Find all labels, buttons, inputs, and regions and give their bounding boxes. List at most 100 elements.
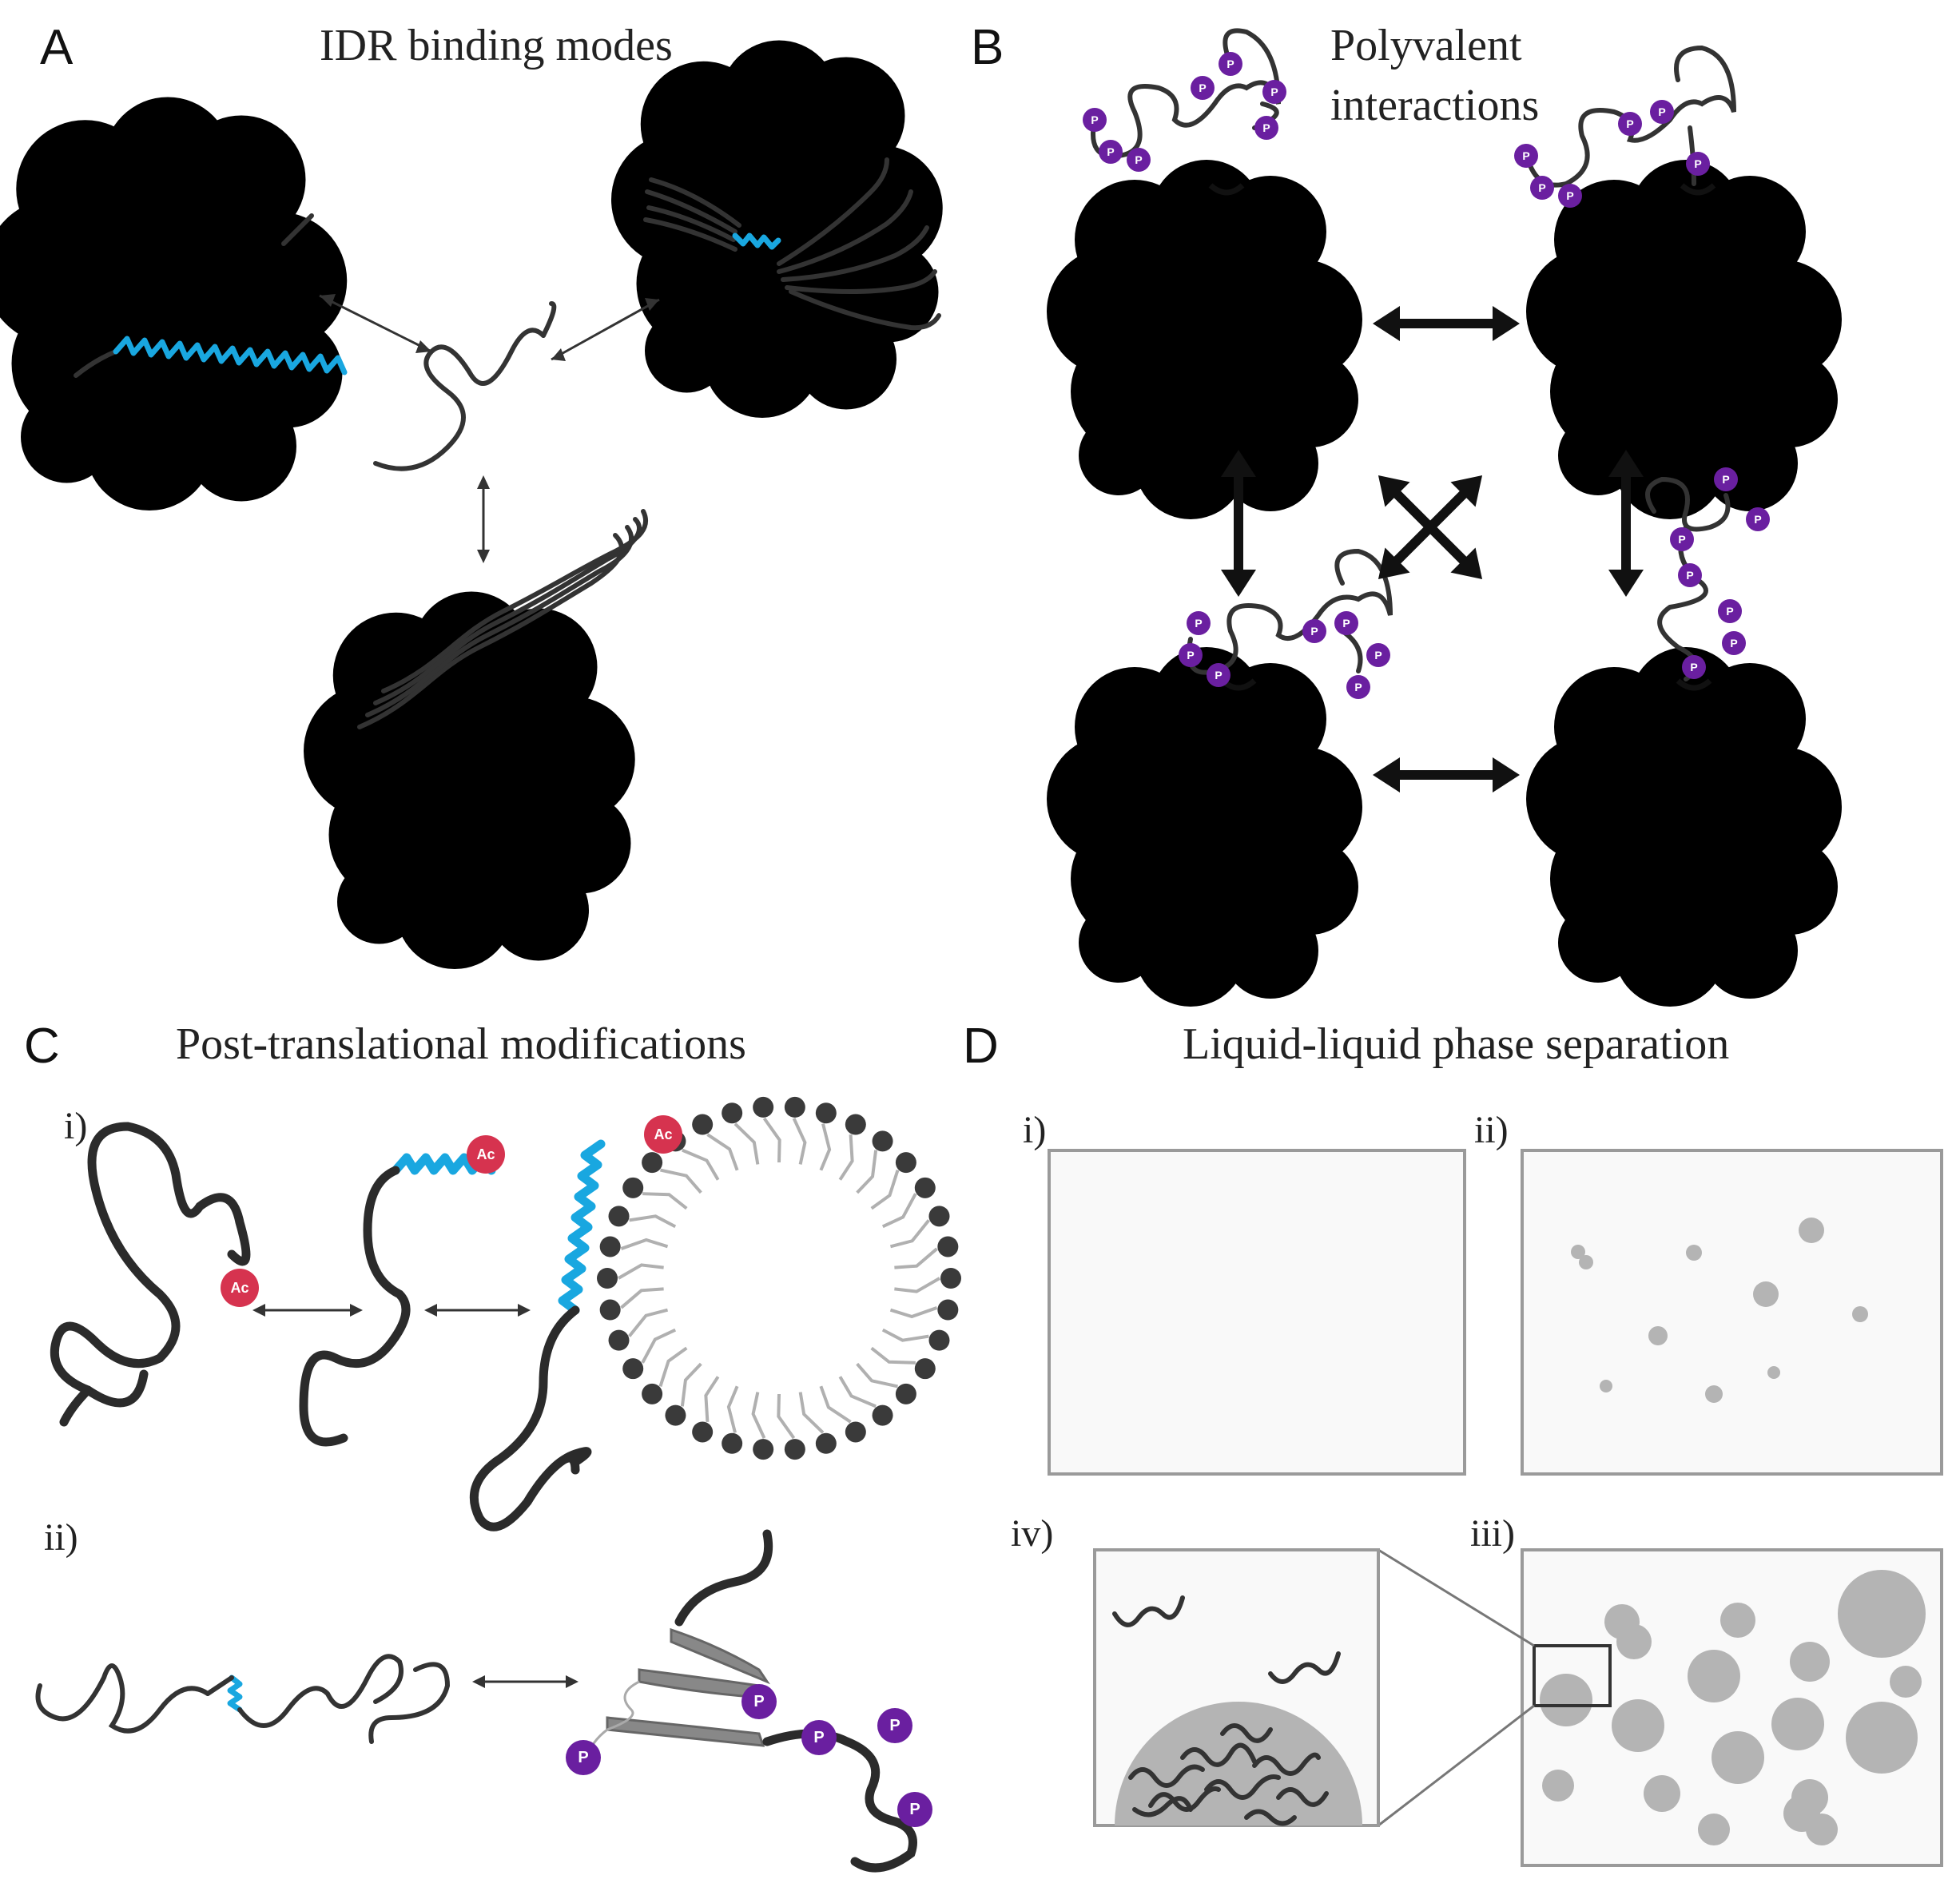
panel-a-title: IDR binding modes bbox=[320, 21, 673, 70]
idr-unbound-long bbox=[35, 1654, 451, 1744]
panel-a-letter: A bbox=[40, 20, 74, 75]
free-chain bbox=[1268, 1651, 1341, 1684]
svg-text:P: P bbox=[1566, 189, 1573, 202]
svg-text:P: P bbox=[1678, 533, 1685, 546]
phosphate-icon: P bbox=[877, 1708, 912, 1743]
phosphate-icon: P bbox=[1530, 176, 1554, 200]
phosphate-icon: P bbox=[1302, 619, 1326, 643]
idr-bound-fuzzy bbox=[643, 157, 941, 331]
svg-text:P: P bbox=[1310, 625, 1318, 638]
phosphate-icon: P bbox=[1099, 140, 1123, 164]
svg-text:P: P bbox=[1726, 605, 1733, 618]
svg-text:P: P bbox=[1690, 661, 1697, 673]
phospho-sites-b: P P P P P P P P P P P P P P P P P P P P … bbox=[1083, 52, 1770, 699]
svg-text:P: P bbox=[1342, 617, 1350, 630]
phosphate-icon: P bbox=[1558, 184, 1582, 208]
phosphate-icon: P bbox=[1334, 611, 1358, 635]
panel-d-sub-i: i) bbox=[1023, 1109, 1046, 1151]
phosphate-icon: P bbox=[1254, 116, 1278, 140]
svg-text:P: P bbox=[1226, 58, 1234, 70]
svg-text:P: P bbox=[1374, 649, 1382, 661]
thin-arrows-c bbox=[252, 1304, 578, 1688]
svg-text:P: P bbox=[1538, 181, 1545, 194]
panel-d-sub-iv: iv) bbox=[1011, 1512, 1053, 1555]
polyvalent-idr-top-left bbox=[1091, 28, 1281, 159]
zoom-line bbox=[1378, 1548, 1535, 1647]
acetyl-icon: Ac bbox=[467, 1135, 505, 1174]
svg-text:P: P bbox=[1722, 473, 1729, 486]
double-arrow-icon bbox=[1373, 306, 1520, 341]
acetyl-icon: Ac bbox=[644, 1115, 682, 1154]
phosphate-icon: P bbox=[1366, 643, 1390, 667]
panel-c-sub-i: i) bbox=[64, 1105, 87, 1147]
phosphate-icon: P bbox=[1191, 76, 1215, 100]
svg-text:P: P bbox=[1694, 157, 1701, 170]
svg-text:P: P bbox=[1270, 85, 1278, 98]
phosphate-icon: P bbox=[897, 1792, 932, 1827]
idr-acetyl-partial bbox=[299, 1153, 496, 1447]
protein-blob-icon bbox=[1526, 160, 1842, 519]
phosphate-icon: P bbox=[1219, 52, 1242, 76]
svg-text:P: P bbox=[1754, 513, 1761, 526]
phosphate-icon: P bbox=[1718, 599, 1742, 623]
panel-c-title: Post-translational modifications bbox=[176, 1019, 746, 1069]
svg-text:P: P bbox=[1195, 617, 1202, 630]
condensate-chains bbox=[1128, 1723, 1329, 1826]
idr-bound-helix bbox=[74, 213, 348, 378]
phosphate-icon: P bbox=[1670, 527, 1694, 551]
panel-d-title: Liquid-liquid phase separation bbox=[1183, 1019, 1729, 1069]
phase-box-i bbox=[1048, 1149, 1466, 1476]
panel-c: C Post-translational modifications i) ii… bbox=[24, 1019, 961, 1873]
phosphate-icon: P bbox=[1179, 643, 1203, 667]
panel-d-sub-ii: ii) bbox=[1474, 1109, 1509, 1151]
phosphate-icon: P bbox=[1682, 655, 1706, 679]
phosphate-icon: P bbox=[1346, 675, 1370, 699]
phase-box-ii bbox=[1521, 1149, 1943, 1476]
phosphate-icon: P bbox=[741, 1684, 777, 1719]
panel-b-letter: B bbox=[971, 20, 1004, 75]
acetyl-icon: Ac bbox=[221, 1269, 259, 1307]
idr-acetyl-free bbox=[50, 1122, 251, 1427]
protein-blob-icon bbox=[1047, 160, 1362, 519]
svg-text:P: P bbox=[1354, 681, 1362, 693]
phosphate-icon: P bbox=[1722, 631, 1746, 655]
free-chain bbox=[1112, 1595, 1185, 1627]
svg-text:P: P bbox=[1658, 105, 1665, 118]
svg-text:P: P bbox=[1522, 149, 1529, 162]
phosphate-icon: P bbox=[1686, 152, 1710, 176]
svg-text:P: P bbox=[909, 1801, 920, 1818]
double-arrow-icon bbox=[1608, 450, 1644, 597]
svg-text:P: P bbox=[1262, 121, 1270, 134]
large-droplets bbox=[1540, 1570, 1926, 1845]
svg-text:P: P bbox=[1107, 145, 1114, 158]
svg-text:P: P bbox=[813, 1729, 824, 1746]
svg-text:P: P bbox=[753, 1693, 764, 1710]
zoom-line bbox=[1378, 1704, 1535, 1827]
svg-text:Ac: Ac bbox=[476, 1146, 495, 1162]
panel-a: A IDR binding modes bbox=[0, 20, 943, 969]
zoom-region bbox=[1533, 1644, 1612, 1707]
svg-text:P: P bbox=[1135, 153, 1142, 166]
double-arrow-icon bbox=[1373, 757, 1520, 793]
svg-text:P: P bbox=[1187, 649, 1194, 661]
panel-c-sub-ii: ii) bbox=[44, 1516, 78, 1559]
phosphate-icon: P bbox=[1746, 507, 1770, 531]
double-arrow-icon bbox=[1221, 450, 1256, 597]
panel-d: D Liquid-liquid phase separation i) ii) … bbox=[963, 1019, 1943, 1867]
phosphate-icon: P bbox=[1714, 467, 1738, 491]
phosphate-icon: P bbox=[1650, 100, 1674, 124]
protein-blob-icon bbox=[1526, 647, 1842, 1007]
svg-text:P: P bbox=[889, 1717, 900, 1734]
free-idr bbox=[373, 301, 557, 471]
svg-text:P: P bbox=[1215, 669, 1222, 681]
thin-arrows bbox=[319, 294, 660, 563]
svg-text:P: P bbox=[578, 1749, 588, 1766]
idr-acetyl-membrane bbox=[469, 1139, 606, 1531]
panel-c-letter: C bbox=[24, 1019, 60, 1074]
phosphate-icon: P bbox=[1187, 611, 1211, 635]
phosphate-icon: P bbox=[1083, 108, 1107, 132]
phosphate-icon: P bbox=[1514, 144, 1538, 168]
panel-d-sub-iii: iii) bbox=[1470, 1512, 1515, 1555]
protein-blob-icon bbox=[0, 97, 348, 511]
